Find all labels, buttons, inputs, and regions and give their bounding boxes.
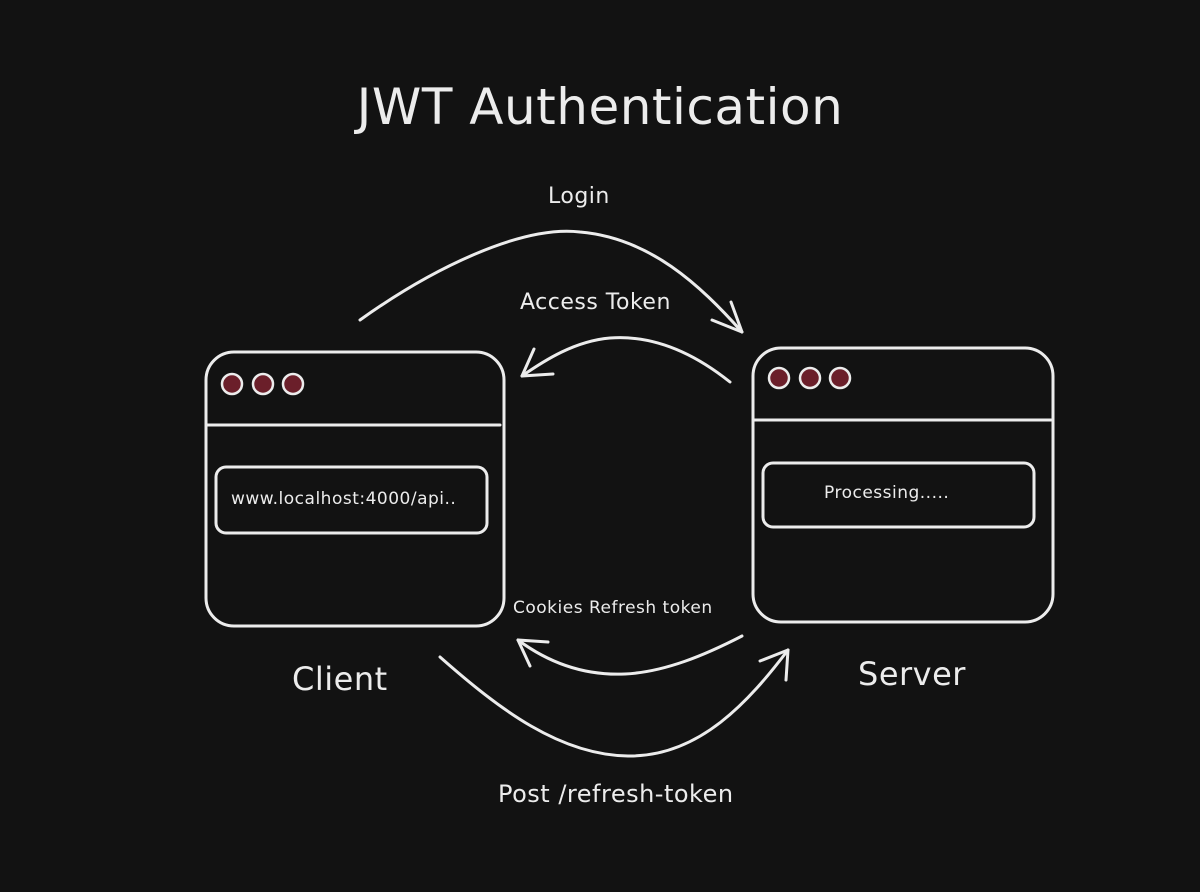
access-token-arrow — [520, 336, 732, 384]
server-status-box — [761, 461, 1036, 529]
access-token-label: Access Token — [520, 290, 671, 315]
client-window-frame — [204, 350, 506, 628]
client-dot-1 — [220, 372, 244, 396]
server-dot-1 — [767, 366, 791, 390]
client-address-text: www.localhost:4000/api.. — [231, 489, 457, 509]
diagram-title: JWT Authentication — [356, 78, 844, 136]
server-dot-2 — [798, 366, 822, 390]
post-refresh-label: Post /refresh-token — [498, 780, 734, 808]
client-dot-3 — [281, 372, 305, 396]
login-label: Login — [548, 184, 610, 209]
server-dot-3 — [828, 366, 852, 390]
server-label: Server — [858, 655, 966, 693]
client-label: Client — [292, 660, 388, 698]
client-window — [204, 350, 506, 628]
server-window — [751, 346, 1055, 624]
cookies-refresh-label: Cookies Refresh token — [513, 598, 713, 618]
server-window-frame — [751, 346, 1055, 624]
client-dot-2 — [251, 372, 275, 396]
client-address-bar — [214, 465, 489, 535]
login-arrow — [358, 229, 744, 334]
post-refresh-arrow — [438, 648, 790, 758]
server-status-text: Processing..... — [824, 483, 950, 503]
cookies-refresh-arrow — [516, 634, 744, 676]
